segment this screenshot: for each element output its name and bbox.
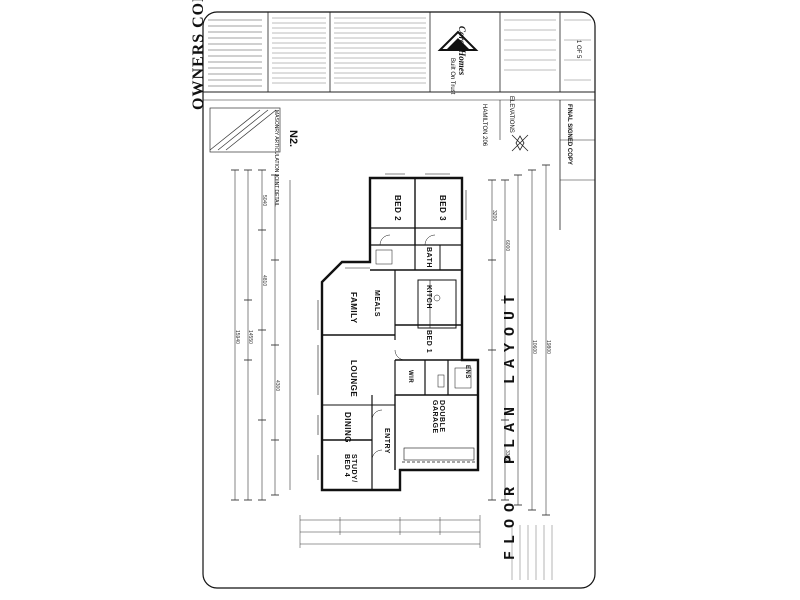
house-name: HAMILTON 206	[481, 104, 487, 147]
dim-sub-4: 3200	[491, 210, 497, 222]
dim-overall-a: 15940	[234, 330, 240, 344]
floor-plan-title: FLOOR PLAN LAYOUT	[502, 287, 519, 560]
room-entry: ENTRY	[383, 428, 390, 454]
room-bed3: BED 3	[438, 195, 447, 222]
elevations-label: ELEVATIONS	[508, 96, 514, 133]
dim-overall-b: 14550	[247, 330, 253, 344]
builder-tagline: Built On Trust	[449, 58, 455, 95]
room-bed2: BED 2	[393, 195, 402, 222]
dim-sub-1: 5040	[261, 195, 267, 207]
builder-brand: Coral Homes	[457, 26, 467, 76]
owners-copy-stamp: OWNERS COPY	[190, 0, 207, 110]
room-meals: MEALS	[373, 290, 380, 317]
masonry-note: MASONRY ARTICULATION JOINT DETAIL	[273, 110, 279, 207]
floor-plan-walls	[317, 173, 480, 492]
room-wir: WIR	[407, 370, 413, 384]
builder-logo-icon	[437, 30, 479, 51]
dim-sub-2: 4810	[261, 275, 267, 287]
room-double-garage: DOUBLE GARAGE	[431, 400, 445, 434]
dim-sub-5: 6000	[504, 240, 510, 252]
dim-overall-c: 19800	[545, 340, 551, 354]
room-bed1: BED 1	[425, 330, 432, 354]
room-kitch: KITCH	[425, 285, 432, 309]
room-bath: BATH	[425, 247, 432, 268]
room-dining: DINING	[343, 412, 352, 443]
room-lounge: LOUNGE	[349, 360, 358, 398]
dim-sub-3: 4300	[274, 380, 280, 392]
north-label: N2.	[287, 130, 299, 148]
page-number: 1 OF 5	[575, 40, 581, 59]
final-signed-copy: FINAL SIGNED COPY	[566, 104, 572, 165]
room-family: FAMILY	[349, 292, 358, 324]
room-study: STUDY/ BED 4	[343, 454, 357, 483]
dim-overall-d: 10600	[531, 340, 537, 354]
room-ens: ENS	[464, 365, 470, 379]
compass-icon	[511, 134, 529, 152]
